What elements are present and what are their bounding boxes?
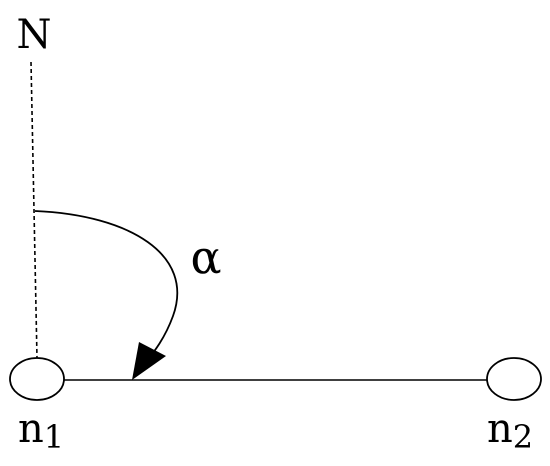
angle-arrowhead (132, 342, 166, 380)
node-label-n1: n1 (18, 406, 64, 456)
node-n2 (486, 357, 542, 401)
node-label-n2-main: n (487, 406, 513, 452)
north-reference-line (30, 61, 38, 359)
angle-label: α (190, 230, 221, 284)
node-label-n1-subscript: 1 (44, 418, 64, 456)
angle-arc (34, 210, 179, 363)
node-label-n2: n2 (487, 406, 533, 456)
node-n1 (9, 357, 65, 401)
north-label: N (17, 12, 52, 58)
node-label-n2-subscript: 2 (513, 418, 533, 456)
node-label-n1-main: n (18, 406, 44, 452)
